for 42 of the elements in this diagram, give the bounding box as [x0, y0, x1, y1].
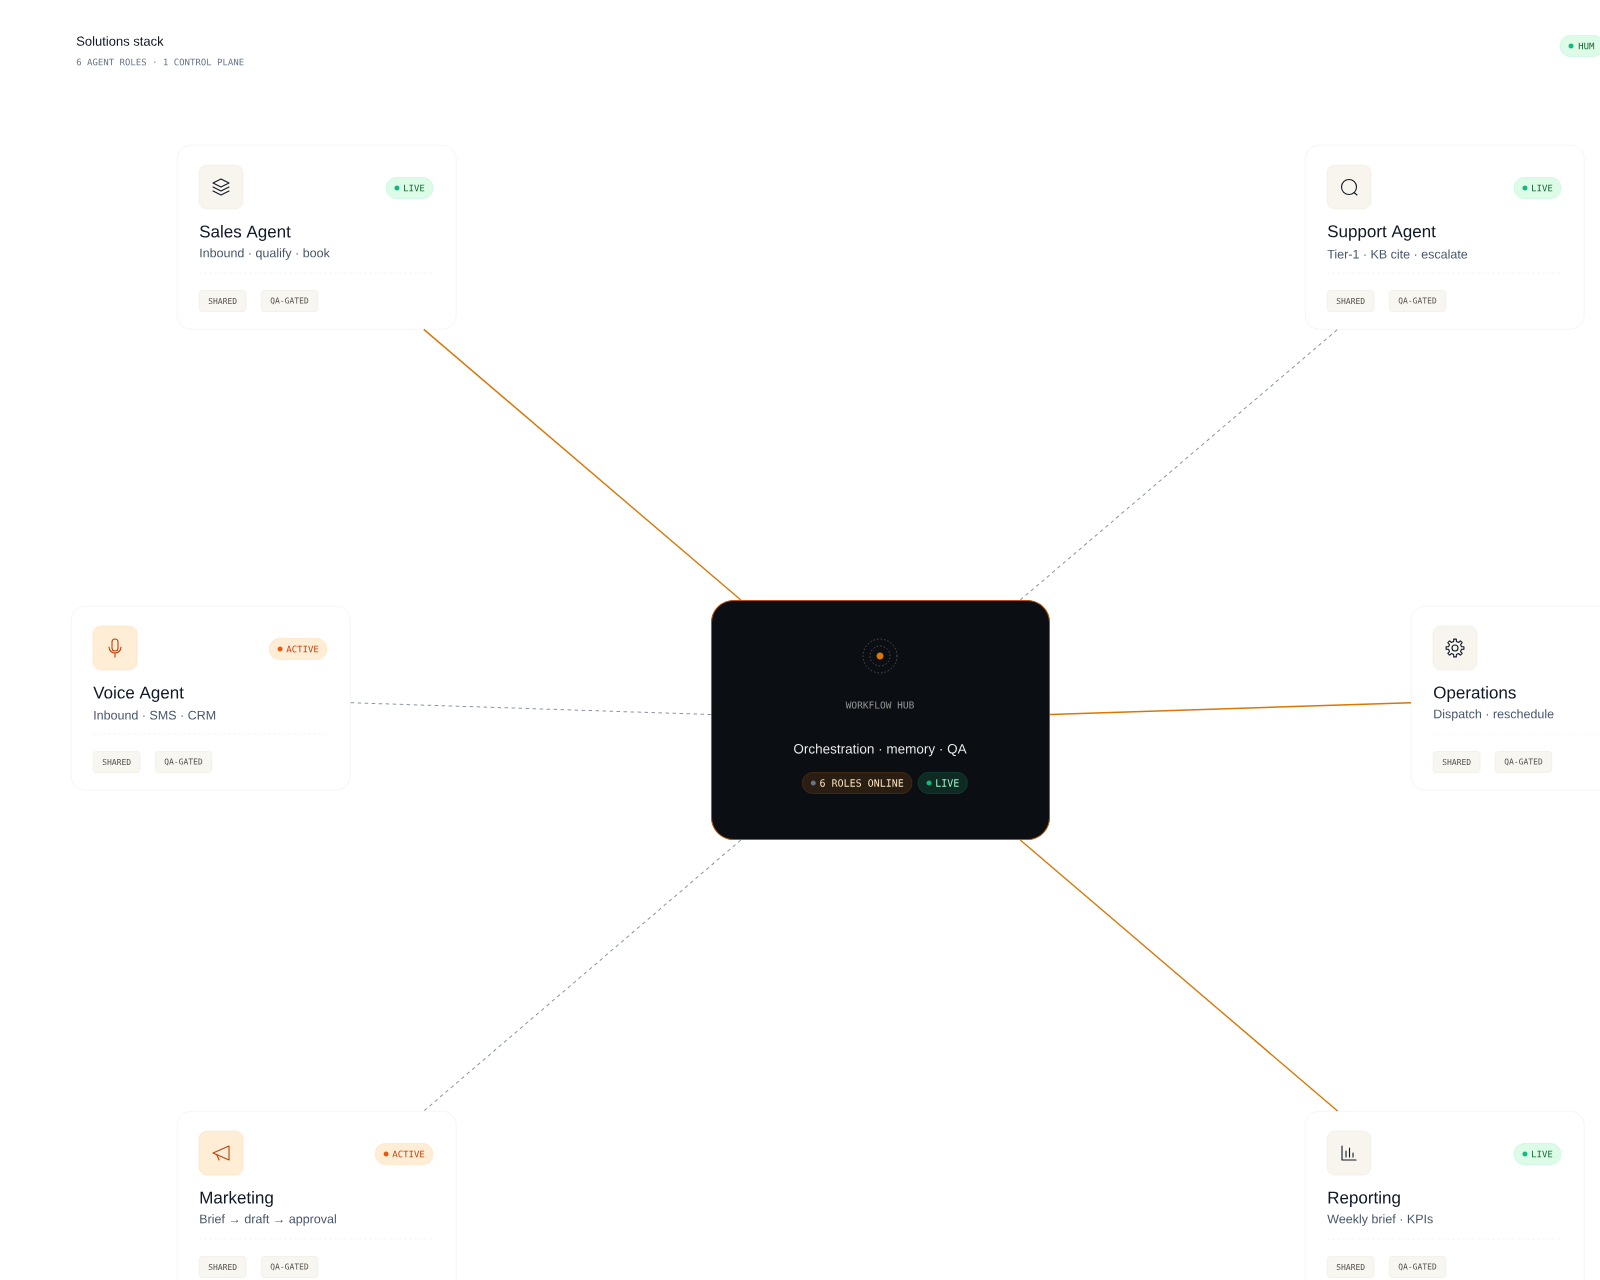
connector-line — [1019, 328, 1339, 601]
status-badge: LIVE — [385, 177, 433, 199]
connector-line — [1049, 702, 1412, 716]
status-badge: ACTIVE — [375, 1143, 433, 1165]
card-title: Support Agent — [1328, 225, 1436, 241]
hub-label: WORKFLOW HUB — [845, 701, 914, 709]
card-title: Reporting — [1328, 1191, 1400, 1207]
hub-subtitle: Orchestration · memory · QA — [794, 743, 967, 757]
tag-badge: SHARED — [1327, 290, 1375, 312]
status-badge: LIVE — [1513, 1143, 1561, 1165]
connector-line — [1019, 839, 1339, 1112]
tag-badge: QA-GATED — [1389, 290, 1446, 312]
tag-badge: QA-GATED — [1389, 1256, 1446, 1278]
status-badge: 6 ROLES ONLINE — [802, 772, 912, 794]
connector-line — [349, 702, 712, 715]
card-subtitle: Inbound · SMS · CRM — [94, 710, 216, 720]
card-title: Sales Agent — [199, 225, 291, 241]
connector-line — [423, 328, 742, 601]
page-title: Solutions stack — [76, 36, 164, 46]
tag-badge: QA-GATED — [155, 751, 212, 773]
tag-badge: SHARED — [199, 1256, 247, 1278]
tag-badge: SHARED — [1433, 751, 1481, 773]
status-badge: ACTIVE — [269, 638, 327, 660]
tag-badge: QA-GATED — [261, 290, 318, 312]
status-badge: LIVE — [918, 772, 968, 794]
subtitle: 6 AGENT ROLES · 1 CONTROL PLANE — [76, 58, 244, 66]
tag-badge: SHARED — [1327, 1256, 1375, 1278]
tag-badge: SHARED — [93, 751, 141, 773]
card-subtitle: Dispatch · reschedule — [1434, 709, 1554, 721]
card-title: Voice Agent — [93, 686, 184, 702]
card-subtitle: Brief → draft → approval — [200, 1214, 336, 1226]
status-badge: HUM — [1560, 35, 1600, 57]
card-subtitle: Tier-1 · KB cite · escalate — [1327, 249, 1468, 259]
card-title: Marketing — [200, 1191, 273, 1207]
tag-badge: SHARED — [199, 290, 247, 312]
card-subtitle: Inbound · qualify · book — [200, 248, 330, 260]
status-badge: LIVE — [1513, 177, 1561, 199]
tag-badge: QA-GATED — [261, 1256, 318, 1278]
card-title: Operations — [1434, 686, 1516, 702]
connector-line — [423, 839, 742, 1112]
card-subtitle: Weekly brief · KPIs — [1327, 1214, 1433, 1226]
tag-badge: QA-GATED — [1495, 751, 1552, 773]
